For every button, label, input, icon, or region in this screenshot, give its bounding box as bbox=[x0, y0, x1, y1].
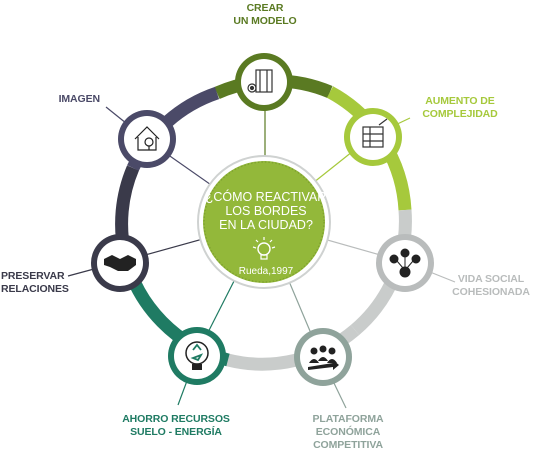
recycle-bulb-icon bbox=[185, 341, 209, 370]
label-preservar: PRESERVAR RELACIONES bbox=[1, 270, 81, 296]
label-vida-line-1: VIDA SOCIAL bbox=[457, 273, 525, 285]
center-source: Rueda,1997 bbox=[238, 266, 294, 277]
label-crear-modelo: CREAR UN MODELO bbox=[215, 2, 315, 28]
label-preservar-line-1: PRESERVAR bbox=[1, 270, 65, 282]
node-vida-social bbox=[376, 234, 434, 292]
center-question-line-1: ¿CÓMO REACTIVAR bbox=[205, 190, 327, 204]
label-aumento-line-2: COMPLEJIDAD bbox=[422, 108, 498, 120]
center-question: ¿CÓMO REACTIVAR LOS BORDES EN LA CIUDAD? bbox=[196, 190, 336, 232]
handshake-icon bbox=[104, 255, 136, 271]
label-crear-line-1: CREAR bbox=[246, 2, 284, 14]
label-ahorro: AHORRO RECURSOS SUELO - ENERGÍA bbox=[111, 413, 241, 439]
label-ahorro-line-2: SUELO - ENERGÍA bbox=[130, 426, 222, 438]
label-imagen-line-1: IMAGEN bbox=[58, 93, 101, 105]
label-plataforma: PLATAFORMA ECONÓMICA COMPETITIVA bbox=[298, 413, 398, 452]
node-aumento-complejidad bbox=[344, 108, 402, 166]
label-preservar-line-2: RELACIONES bbox=[1, 283, 69, 295]
node-imagen bbox=[118, 110, 176, 168]
node-plataforma bbox=[294, 328, 352, 386]
center-question-line-2: LOS BORDES bbox=[225, 204, 307, 218]
label-vida-social: VIDA SOCIAL COHESIONADA bbox=[446, 273, 536, 299]
label-plataforma-line-1: PLATAFORMA bbox=[312, 413, 384, 425]
node-crear-modelo bbox=[235, 53, 293, 111]
label-imagen: IMAGEN bbox=[45, 93, 101, 106]
label-plataforma-line-3: COMPETITIVA bbox=[313, 439, 383, 451]
center-circle-dots bbox=[203, 161, 325, 283]
label-vida-line-2: COHESIONADA bbox=[452, 286, 530, 298]
node-preservar bbox=[91, 234, 149, 292]
complexity-board-icon bbox=[362, 118, 388, 148]
house-tree-icon bbox=[134, 126, 160, 151]
label-crear-line-2: UN MODELO bbox=[233, 15, 297, 27]
label-aumento-complejidad: AUMENTO DE COMPLEJIDAD bbox=[410, 95, 510, 121]
model-blueprint-icon bbox=[247, 69, 273, 93]
label-plataforma-line-2: ECONÓMICA bbox=[315, 426, 381, 438]
center-question-line-3: EN LA CIUDAD? bbox=[219, 218, 313, 232]
label-ahorro-line-1: AHORRO RECURSOS bbox=[122, 413, 230, 425]
node-ahorro bbox=[168, 327, 226, 385]
economy-group-icon bbox=[308, 345, 339, 370]
center-circle bbox=[203, 161, 325, 283]
label-aumento-line-1: AUMENTO DE bbox=[425, 95, 495, 107]
social-network-icon bbox=[389, 248, 421, 278]
lightbulb-icon bbox=[252, 237, 276, 260]
